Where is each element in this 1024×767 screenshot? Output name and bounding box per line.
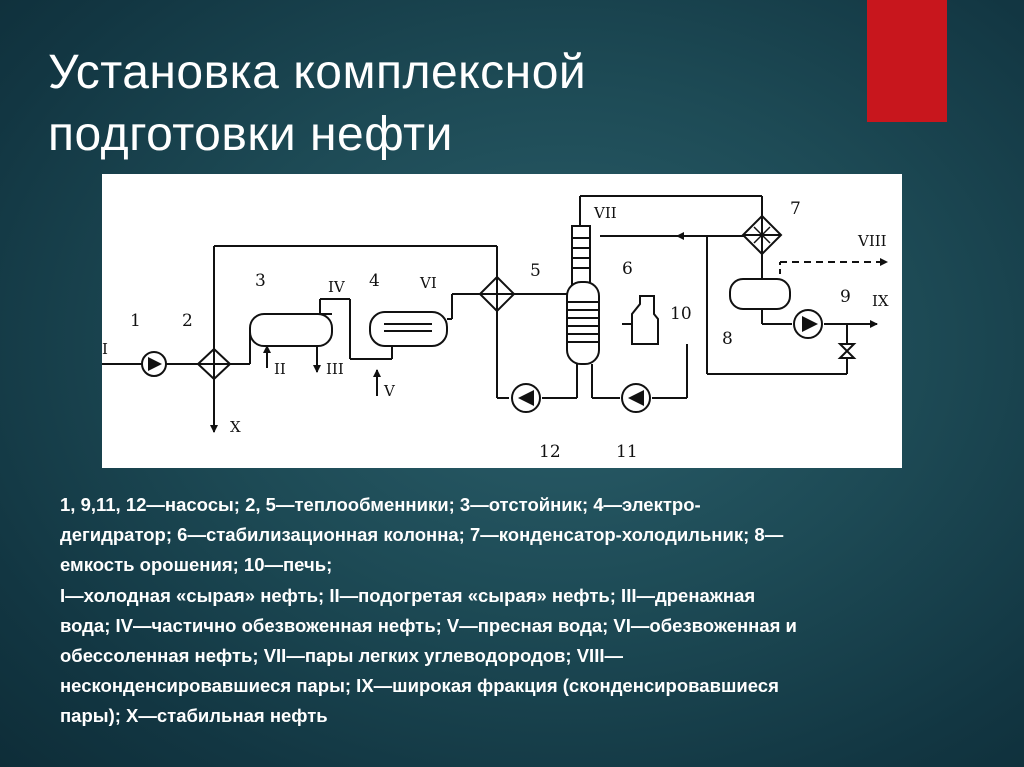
legend-line-4: I—холодная «сырая» нефть; II—подогретая … — [60, 584, 756, 606]
label-6: 6 — [622, 259, 633, 279]
pump-9 — [793, 309, 823, 339]
valve — [837, 343, 857, 359]
stream-I: I — [102, 340, 108, 358]
label-10: 10 — [670, 304, 692, 324]
legend-line-1: 1, 9,11, 12—насосы; 2, 5—теплообменники;… — [60, 494, 701, 515]
label-8: 8 — [722, 329, 733, 349]
pump-12 — [511, 383, 541, 413]
label-2: 2 — [182, 311, 193, 331]
reflux-vessel-8 — [729, 278, 791, 310]
stream-VII: VII — [593, 204, 617, 222]
stream-II: II — [274, 360, 286, 378]
stream-IX: IX — [872, 292, 889, 310]
legend-line-2: дегидратор; 6—стабилизационная колонна; … — [60, 524, 784, 546]
legend-line-6: обессоленная нефть; VII—пары легких угле… — [60, 645, 623, 667]
stream-III: III — [326, 360, 344, 378]
process-flow-diagram: 1 2 3 4 5 6 7 8 9 10 11 12 I II III IV V… — [102, 174, 902, 468]
heat-exchanger-5 — [478, 275, 516, 313]
label-12: 12 — [539, 442, 561, 462]
furnace-10 — [631, 295, 659, 345]
legend-line-8: пары); X—стабильная нефть — [60, 705, 328, 727]
heat-exchanger-2 — [196, 347, 232, 381]
pump-1 — [141, 351, 167, 377]
electrodehydrator-4 — [369, 311, 448, 347]
legend-text: 1, 9,11, 12—насосы; 2, 5—теплообменники;… — [60, 490, 980, 732]
equipment-labels: 1 2 3 4 5 6 7 8 9 10 11 12 — [130, 199, 851, 462]
title-line-1: Установка комплексной — [48, 46, 587, 99]
stream-VIII: VIII — [857, 232, 887, 250]
stream-X: X — [230, 418, 241, 436]
stream-V: V — [383, 382, 396, 400]
label-11: 11 — [616, 442, 638, 462]
accent-bar — [867, 0, 947, 122]
slide-title: Установка комплексной подготовки нефти — [48, 42, 848, 166]
label-7: 7 — [790, 199, 801, 219]
legend-line-5: вода; IV—частично обезвоженная нефть; V—… — [60, 614, 797, 636]
stream-VI: VI — [419, 274, 437, 292]
stream-IV: IV — [328, 278, 346, 296]
legend-line-7: несконденсировавшиеся пары; IX—широкая ф… — [60, 675, 779, 697]
label-4: 4 — [369, 271, 380, 291]
label-3: 3 — [255, 271, 266, 291]
stabilization-column-6 — [566, 225, 600, 365]
settler-3 — [249, 313, 333, 347]
stream-labels: I II III IV V VI VII VIII IX X — [102, 204, 889, 436]
condenser-cooler-7 — [741, 214, 783, 256]
label-5: 5 — [530, 261, 541, 281]
title-line-2: подготовки нефти — [48, 108, 453, 161]
pump-11 — [621, 383, 651, 413]
label-1: 1 — [130, 311, 141, 331]
label-9: 9 — [840, 287, 851, 307]
legend-line-3: емкость орошения; 10—печь; — [60, 554, 333, 576]
